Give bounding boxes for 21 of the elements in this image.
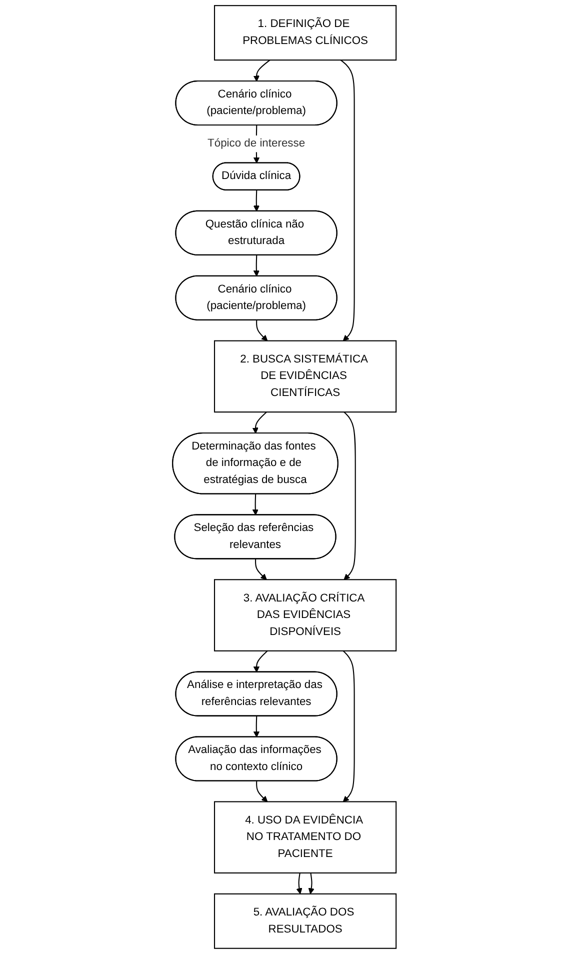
arrow: [344, 412, 356, 580]
arrow: [308, 872, 315, 894]
arrow: [252, 494, 259, 516]
arrow: [252, 412, 268, 434]
arrow: [254, 60, 270, 82]
arrow: [254, 650, 268, 672]
arrow: [256, 320, 268, 342]
arrow: [342, 650, 355, 802]
edge-label: Tópico de interesse: [208, 138, 306, 150]
arrow: [254, 716, 260, 738]
arrow: [256, 781, 268, 802]
node-box: 1. DEFINIÇÃO DE PROBLEMAS CLÍNICOS: [214, 5, 397, 61]
node-box: 4. USO DA EVIDÊNCIA NO TRATAMENTO DO PACIENTE: [214, 801, 397, 874]
node-box: 5. AVALIAÇÃO DOS RESULTADOS: [214, 893, 397, 949]
arrow: [254, 255, 260, 276]
node-box: 2. BUSCA SISTEMÁTICA DE EVIDÊNCIAS CIENTÍFICAS: [214, 340, 397, 413]
arrow: [255, 559, 268, 580]
arrow: [340, 60, 355, 342]
node-box: 3. AVALIAÇÃO CRÍTICA DAS EVIDÊNCIAS DISPONÍVEIS: [214, 579, 397, 652]
arrow: [296, 872, 302, 894]
arrow: [254, 190, 260, 212]
